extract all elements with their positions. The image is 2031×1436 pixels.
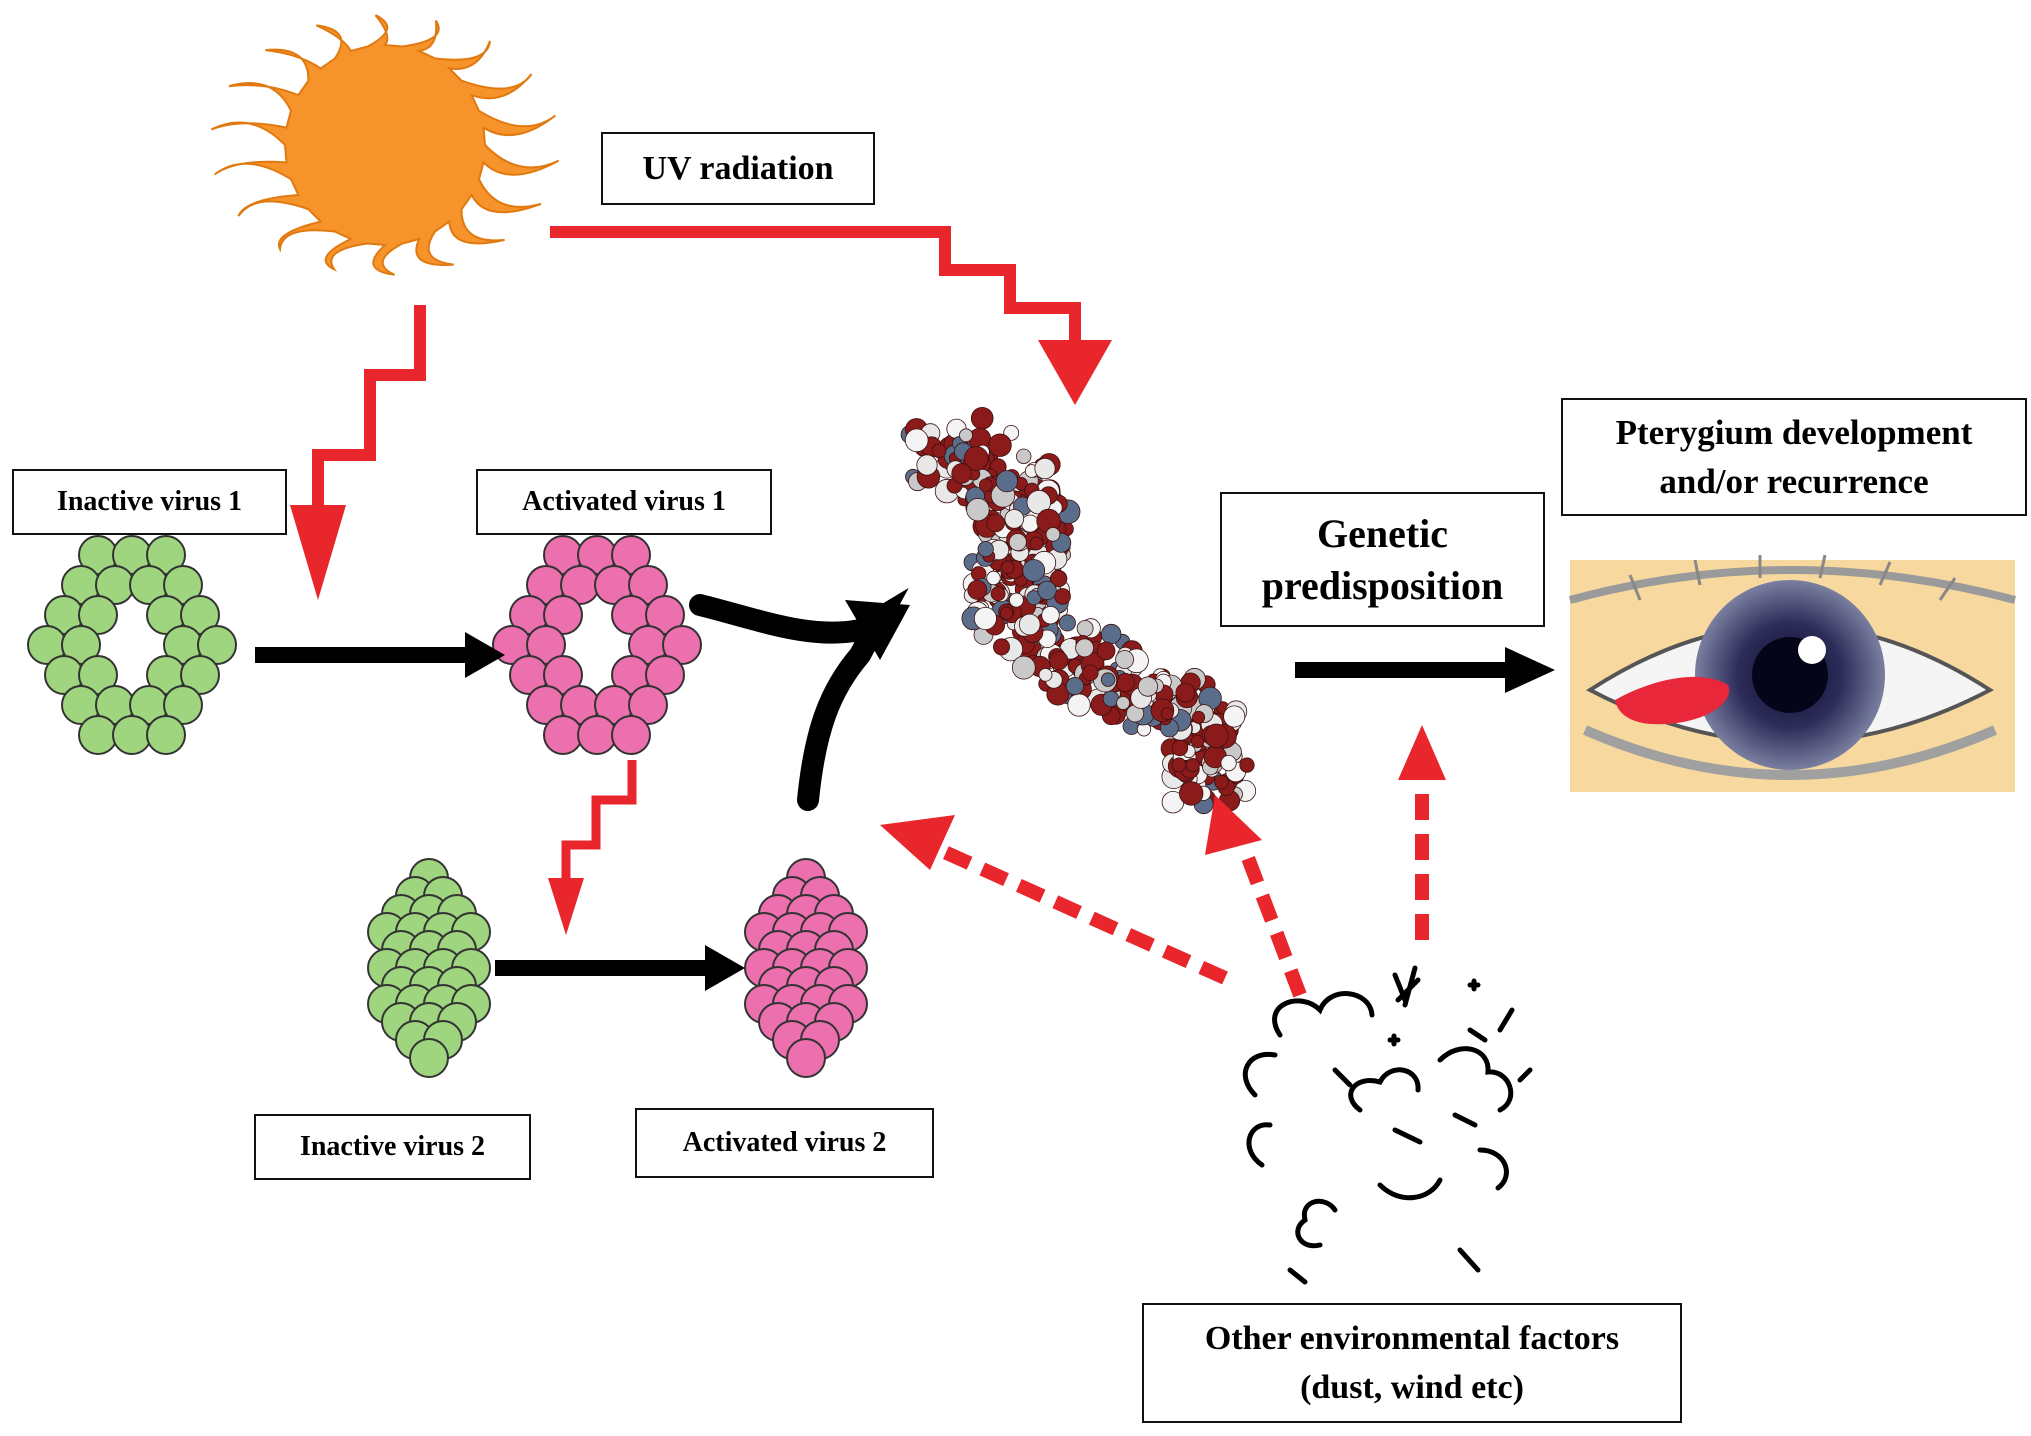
- genetic-predisposition-label: Genetic predisposition: [1220, 492, 1545, 627]
- arrow-virus2-activation: [495, 945, 745, 991]
- activated-virus-2-icon: [744, 858, 868, 1078]
- uv-radiation-label: UV radiation: [601, 132, 875, 205]
- dashed-arrow-env-to-dna: [1205, 795, 1307, 998]
- inactive-virus-2-label: Inactive virus 2: [254, 1114, 531, 1180]
- uv-arrow-to-virus-2: [548, 760, 637, 935]
- uv-arrow-to-dna: [550, 226, 1112, 405]
- eye-icon: [1568, 554, 2017, 792]
- activated-virus-1-icon: [492, 535, 702, 755]
- sun-icon: [210, 14, 560, 276]
- pterygium-label: Pterygium development and/or recurrence: [1561, 398, 2027, 516]
- environmental-factors-label: Other environmental factors (dust, wind …: [1142, 1303, 1682, 1423]
- activated-virus-1-label: Activated virus 1: [476, 469, 772, 535]
- uv-arrow-to-virus-1: [290, 305, 426, 600]
- dna-helix-icon: [900, 406, 1257, 815]
- activated-virus-2-label: Activated virus 2: [635, 1108, 934, 1178]
- inactive-virus-1-label: Inactive virus 1: [12, 469, 287, 535]
- dashed-arrow-env-to-eye: [1398, 725, 1446, 940]
- inactive-virus-2-icon: [367, 858, 491, 1078]
- arrow-virus1-activation: [255, 632, 505, 678]
- dashed-arrow-env-to-virus: [880, 815, 1228, 985]
- dust-cloud-icon: [1242, 965, 1533, 1285]
- curved-arrow-viruses-to-dna: [689, 587, 910, 811]
- inactive-virus-1-icon: [27, 535, 237, 755]
- arrow-dna-to-eye: [1295, 647, 1555, 693]
